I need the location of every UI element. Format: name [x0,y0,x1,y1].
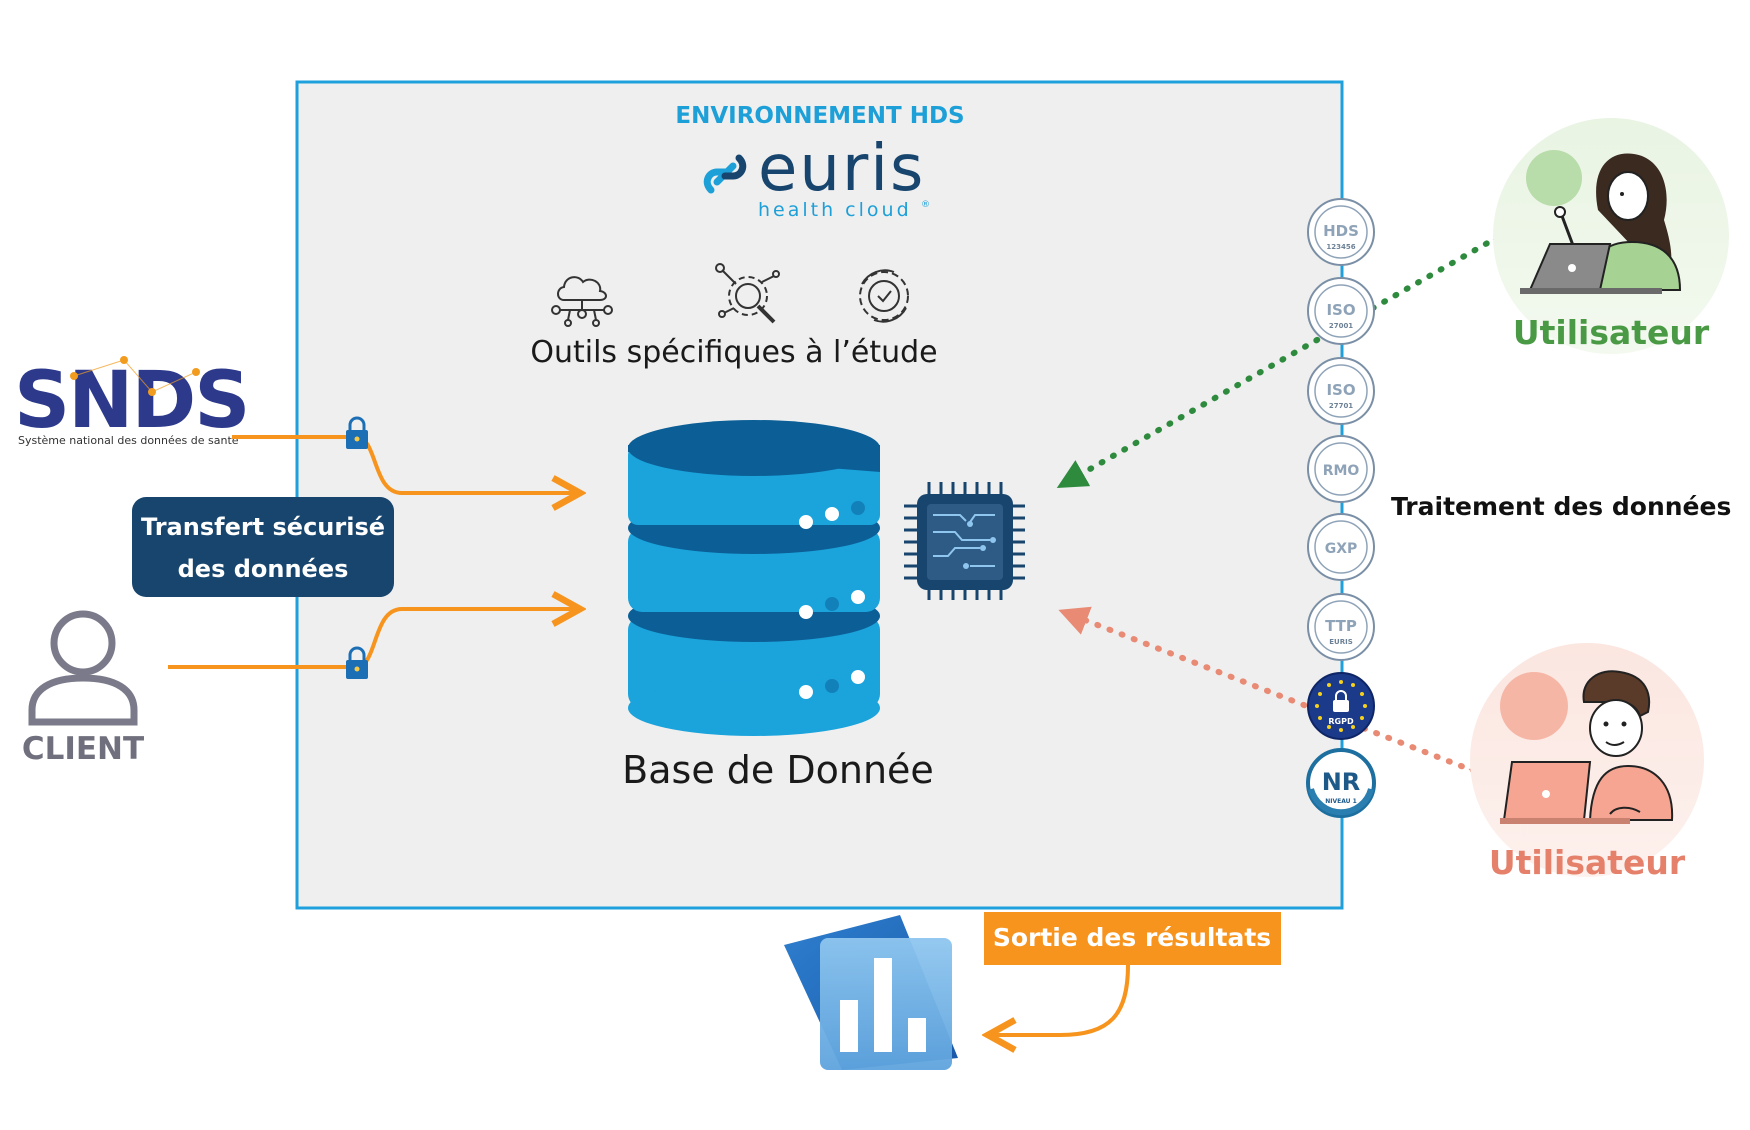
output-arrow [988,964,1130,1035]
health-cloud-subtitle: health cloud [758,199,912,221]
rgpd-badge: RGPD [1307,672,1375,740]
link-icon [703,154,747,194]
gxp-badge: GXP [1307,513,1375,581]
svg-text:ISO: ISO [1326,301,1355,319]
svg-text:RMO: RMO [1323,463,1360,479]
transfer-badge [132,497,394,597]
top-user-label: Utilisateur [1513,313,1710,352]
report-chart-icon [784,915,958,1070]
rmo-badge: RMO [1307,435,1375,503]
bottom-user-illustration [1470,643,1704,877]
euris-wordmark: euris [758,132,925,206]
certification-badges: HDS 123456 ISO 27001 ISO 27701 RMO GXP [1306,198,1376,818]
transfer-label-line1: Transfert sécurisé [141,513,385,541]
svg-text:GXP: GXP [1325,541,1358,557]
svg-text:NR: NR [1322,768,1361,796]
registered-mark: ® [921,200,930,210]
iso-27701-badge: ISO 27701 [1307,357,1375,425]
bottom-user-connection [1058,606,1502,794]
ttp-badge: TTP EURIS [1307,593,1375,661]
snds-subtitle: Système national des données de santé [18,434,239,447]
tools-label: Outils spécifiques à l’étude [530,335,937,370]
database-icon [628,420,880,736]
snds-logo: SNDS Système national des données de san… [14,356,250,447]
svg-text:HDS: HDS [1323,222,1359,240]
client-person-icon [28,610,138,726]
cloud-network-icon [551,276,613,327]
output-label: Sortie des résultats [993,923,1271,952]
transfer-label-line2: des données [178,555,349,583]
bottom-user-label: Utilisateur [1489,843,1686,882]
svg-text:RGPD: RGPD [1328,717,1354,726]
svg-text:TTP: TTP [1325,617,1357,635]
lock-icon [346,416,368,449]
hds-badge: HDS 123456 [1307,198,1375,266]
svg-text:EURIS: EURIS [1329,638,1353,646]
euris-logo: euris health cloud ® [703,132,930,221]
output-badge [984,912,1281,965]
environment-title: ENVIRONNEMENT HDS [675,103,964,129]
database-label: Base de Donnée [622,748,934,792]
svg-text:123456: 123456 [1326,243,1355,251]
processor-chip-icon [904,482,1025,600]
iso-27001-badge: ISO 27001 [1307,277,1375,345]
gear-check-icon [859,269,909,323]
client-label: CLIENT [22,731,144,767]
processing-label: Traitement des données [1391,492,1731,521]
top-user-illustration [1493,118,1729,354]
nr-badge: NR NIVEAU 1 [1306,748,1376,818]
svg-text:27701: 27701 [1329,402,1353,410]
lock-icon [346,646,368,679]
svg-text:27001: 27001 [1329,322,1353,330]
svg-text:ISO: ISO [1326,381,1355,399]
gear-wrench-icon [715,263,780,324]
top-user-connection [1056,212,1527,488]
snds-wordmark: SNDS [14,356,248,446]
svg-text:NIVEAU 1: NIVEAU 1 [1325,798,1357,805]
